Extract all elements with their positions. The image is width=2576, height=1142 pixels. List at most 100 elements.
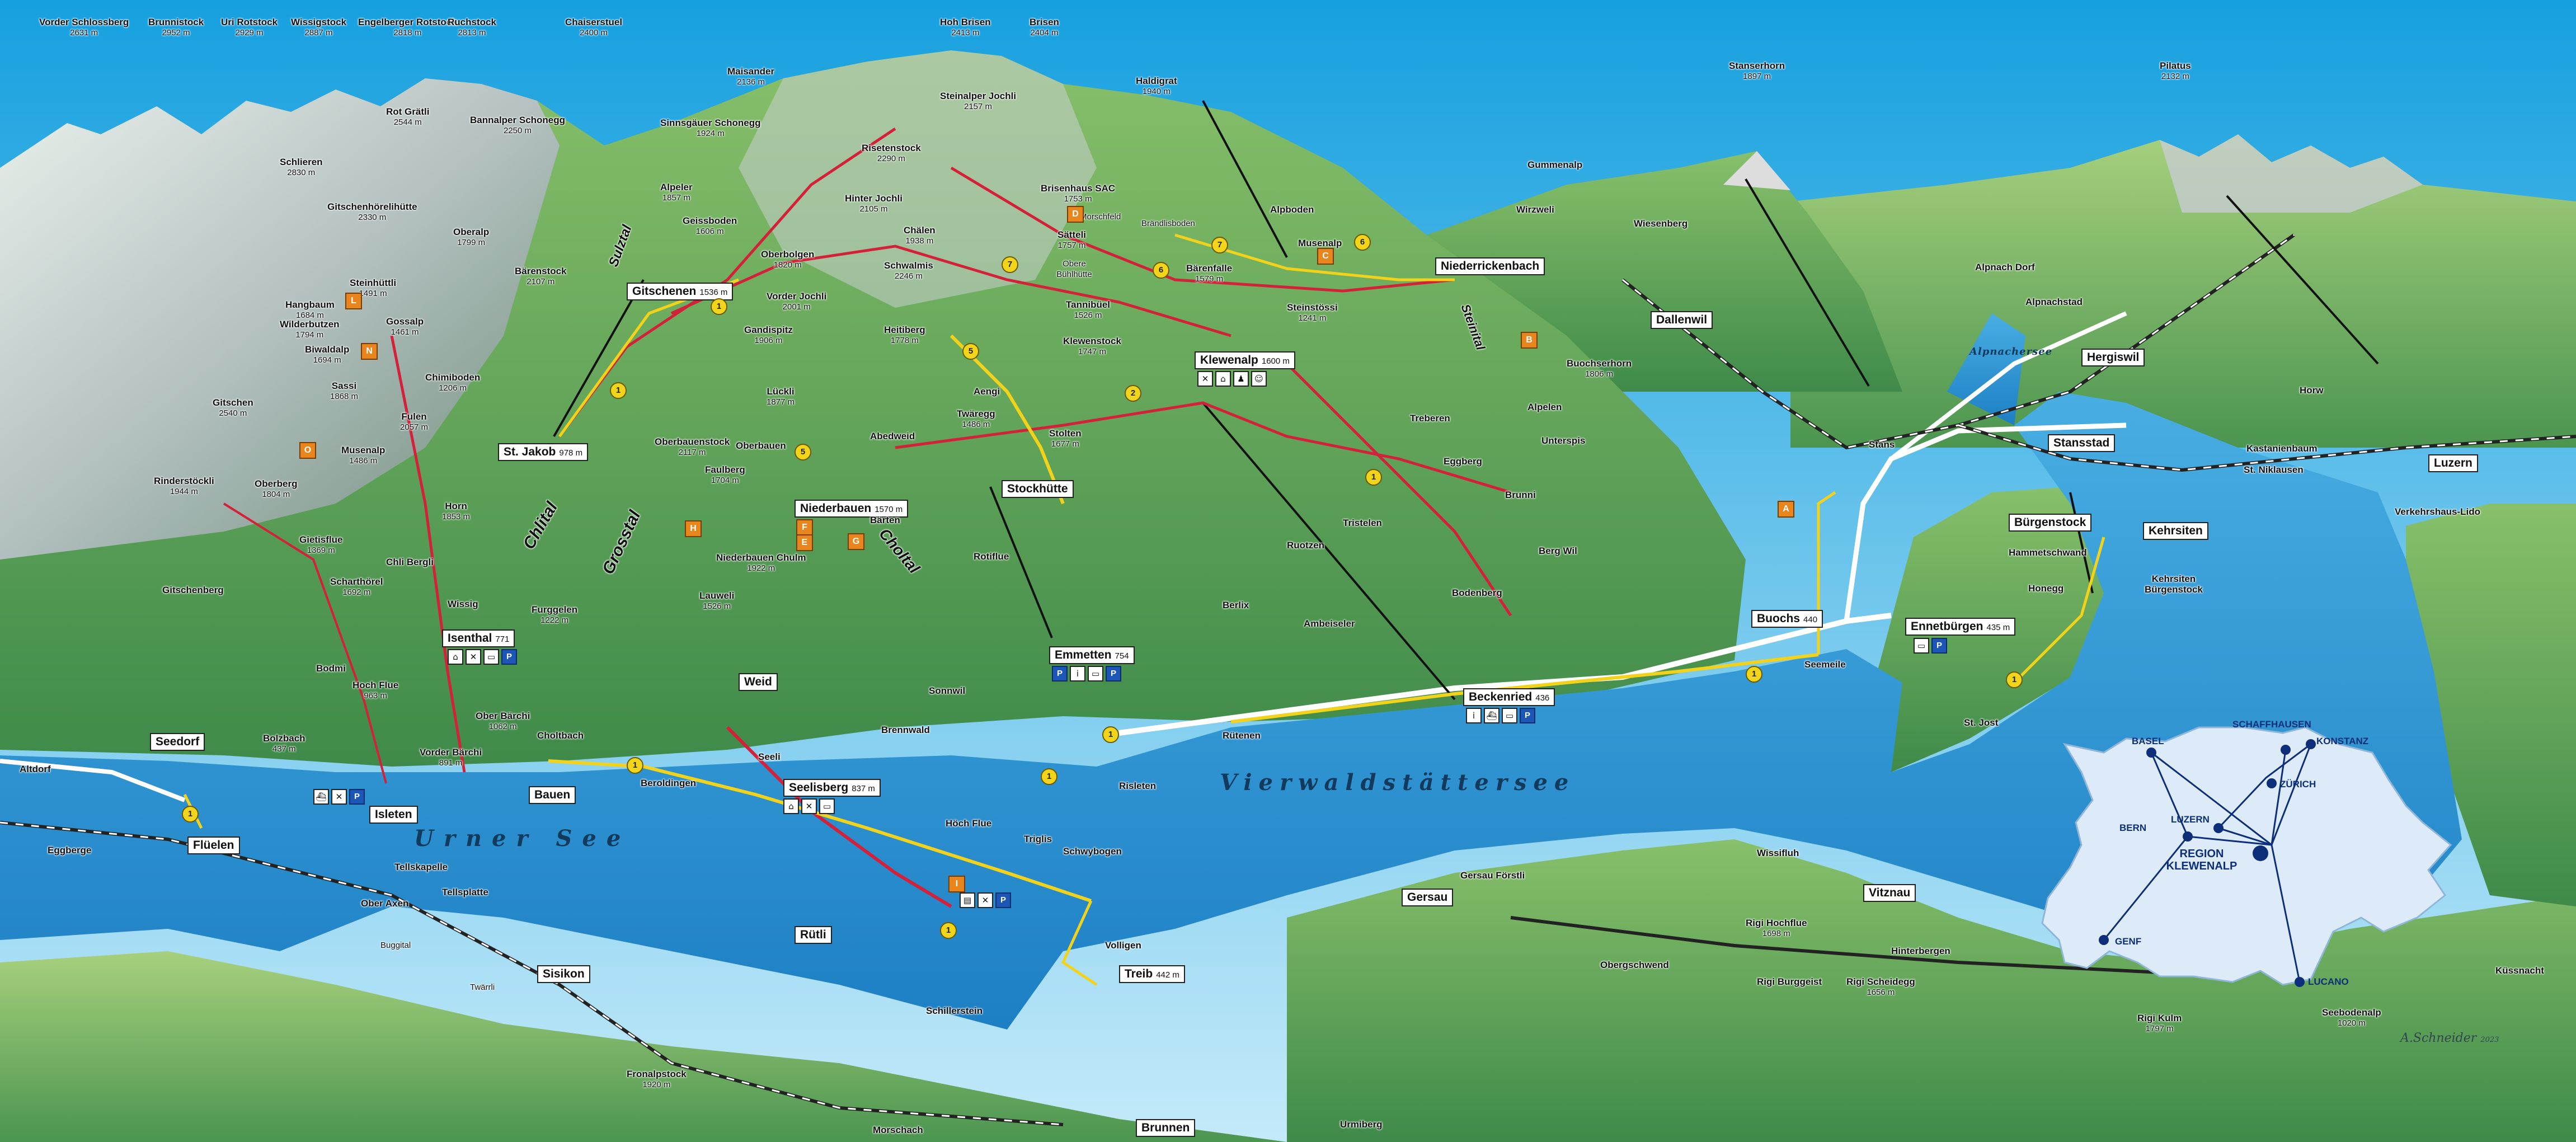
place-morschfeld: Morschfeld: [1080, 212, 1121, 222]
place-eggberge: Eggberge: [48, 845, 92, 856]
restaurant-icon: ✕: [1197, 371, 1213, 387]
place-wissig: Wissig: [448, 599, 478, 609]
place-brunnen: Brunnen: [1136, 1119, 1196, 1137]
place-alpboden: Alpboden: [1270, 204, 1314, 215]
hut-marker-a: A: [1778, 501, 1794, 518]
place-musenalp: Musenalp: [1298, 238, 1342, 248]
place-schwybogen: Schwybogen: [1063, 846, 1122, 857]
seelisberg-services: ⌂ ✕ ▭: [783, 798, 835, 814]
lake-urner-see: Urner See: [414, 825, 631, 852]
place-kussnacht: Küssnacht: [2495, 965, 2544, 976]
place-chli-bergli: Chli Bergli: [386, 557, 434, 567]
place-alpnach-dorf: Alpnach Dorf: [1975, 262, 2035, 272]
place-rotiflue: Rotiflue: [974, 551, 1009, 562]
place-schillerstein: Schillerstein: [926, 1005, 983, 1016]
restaurant-icon: ✕: [331, 789, 347, 805]
parking-icon: P: [995, 892, 1011, 908]
hut-marker-n: N: [361, 343, 378, 360]
place-st-niklausen: St. Niklausen: [2244, 464, 2304, 475]
trail-marker-1: 1: [1746, 666, 1762, 683]
place-abedweid: Abedweid: [870, 431, 915, 441]
trail-marker-1: 1: [940, 922, 957, 939]
place-altdorf: Altdorf: [20, 764, 51, 774]
place-treberen: Treberen: [1410, 413, 1450, 424]
place-kastanienbaum: Kastanienbaum: [2246, 443, 2318, 454]
hut-marker-e: E: [796, 534, 813, 551]
place-niederrickenbach: Niederrickenbach: [1435, 257, 1545, 275]
hut-marker-l: L: [345, 293, 362, 309]
place-choltbach: Choltbach: [537, 730, 584, 741]
train-icon: ▤: [960, 892, 975, 908]
place-seeli: Seeli: [758, 751, 781, 762]
place-risleten: Risleten: [1119, 781, 1157, 791]
place-urmiberg: Urmiberg: [1340, 1119, 1383, 1130]
place-ambeiseler: Ambeiseler: [1304, 618, 1355, 629]
place-burgenstock: Bürgenstock: [2009, 514, 2092, 532]
place-luzern: Luzern: [2428, 454, 2478, 472]
trail-marker-1: 1: [1365, 469, 1382, 486]
place-st-jost: St. Jost: [1964, 717, 1999, 728]
place-obere-buhlhutte: Obere Bühlhütte: [1056, 259, 1092, 279]
swiss-city-zurich: ZÜRICH: [2280, 779, 2316, 789]
place-oberbauen: Oberbauen: [736, 440, 786, 451]
trail-marker-1: 1: [1041, 768, 1057, 785]
place-brandlisboden: Brändlisboden: [1141, 219, 1195, 228]
place-stans: Stans: [1869, 439, 1895, 450]
place-hoch-flue-seelisberg: Höch Flue: [946, 818, 992, 829]
trail-marker-5: 5: [962, 343, 979, 360]
place-alpelen: Alpelen: [1527, 402, 1562, 412]
place-stansstad: Stansstad: [2048, 434, 2116, 452]
boat-icon: ⛴: [1484, 708, 1499, 723]
playground-icon: ☺: [1251, 371, 1267, 387]
place-gersau-forstli: Gersau Förstli: [1460, 870, 1525, 881]
place-gersau: Gersau: [1402, 889, 1454, 906]
place-brennwald: Brennwald: [881, 725, 930, 735]
trail-marker-5: 5: [795, 444, 811, 460]
place-ober-axen: Ober Axen: [361, 898, 409, 909]
bus-icon: ▭: [1502, 708, 1517, 723]
swiss-city-basel: BASEL: [2132, 736, 2164, 746]
place-hammetschwand: Hammetschwand: [2009, 547, 2087, 558]
place-fluelen: Flüelen: [187, 836, 240, 854]
place-twarrli: Twärrli: [470, 983, 495, 992]
info-icon: i: [1466, 708, 1482, 723]
peak-wissifluh: Wissifluh: [1757, 848, 1799, 858]
restaurant-icon: ✕: [977, 892, 993, 908]
beckenried-services: i ⛴ ▭ P: [1466, 708, 1535, 723]
